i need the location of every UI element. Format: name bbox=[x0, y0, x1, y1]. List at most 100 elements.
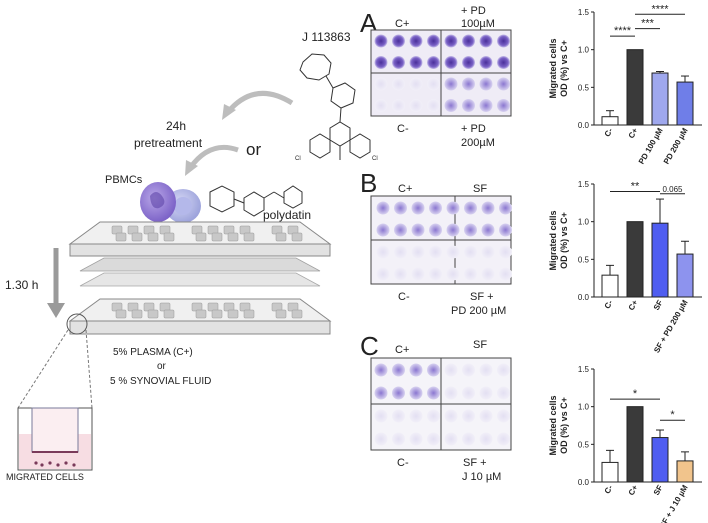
plate-well bbox=[462, 363, 475, 377]
y-tick-label: 1.0 bbox=[578, 218, 590, 227]
plate-wells bbox=[374, 363, 510, 446]
plate-well bbox=[376, 201, 390, 215]
plate-well bbox=[497, 363, 510, 377]
arrowhead-bottom bbox=[185, 160, 198, 176]
insert-well bbox=[227, 232, 239, 242]
panel-B: B C+ SF C- SF + PD 200 µM bbox=[360, 168, 512, 317]
plate-well bbox=[444, 432, 458, 446]
migrated-cells-label: MIGRATED CELLS bbox=[6, 472, 84, 482]
plate-well bbox=[499, 267, 512, 281]
y-axis-label-line2: OD (%) vs C+ bbox=[559, 397, 569, 454]
bar bbox=[651, 222, 669, 298]
category-label: PD 200 µM bbox=[662, 126, 690, 166]
compound-name: J 113863 bbox=[302, 30, 351, 44]
bar bbox=[626, 221, 644, 298]
plate-label-bottom-right-1: SF + bbox=[470, 291, 494, 303]
plate-well bbox=[499, 245, 512, 259]
plate-well bbox=[411, 267, 425, 281]
category-label: SF bbox=[652, 298, 665, 311]
plate-well bbox=[392, 99, 405, 112]
zoom-line-left bbox=[17, 329, 69, 409]
plate-label-bottom-right-1: SF + bbox=[463, 457, 487, 469]
plate-well bbox=[481, 245, 495, 259]
y-axis-label-line2: OD (%) vs C+ bbox=[559, 40, 569, 97]
plate-well bbox=[374, 77, 388, 91]
plate-well bbox=[479, 56, 493, 69]
plate-well bbox=[499, 201, 512, 215]
bar bbox=[601, 274, 619, 298]
plasma-label: 5% PLASMA (C+) bbox=[113, 347, 193, 358]
significance-label: **** bbox=[651, 3, 669, 15]
plate-well bbox=[374, 409, 388, 423]
plate-well bbox=[409, 99, 423, 112]
insert-well bbox=[211, 309, 223, 319]
plate-well bbox=[462, 56, 475, 69]
plate-well bbox=[444, 386, 458, 400]
plate-well bbox=[479, 99, 493, 112]
plate-well bbox=[479, 409, 493, 423]
plate-well bbox=[427, 363, 440, 377]
plate-label-bottom-right-1: + PD bbox=[461, 123, 486, 135]
plate-well bbox=[394, 245, 407, 259]
bar bbox=[626, 406, 644, 483]
y-tick-label: 0.0 bbox=[578, 121, 590, 130]
plate-well bbox=[411, 245, 425, 259]
category-label: PD 100 µM bbox=[637, 126, 665, 166]
category-label: SF bbox=[652, 483, 665, 496]
plate-well bbox=[376, 245, 390, 259]
bar bbox=[601, 461, 619, 483]
plate-label-bottom-left: C- bbox=[398, 291, 410, 303]
plate-well bbox=[427, 99, 440, 112]
plate-well bbox=[497, 34, 510, 48]
plate-well bbox=[429, 245, 442, 259]
category-label: C+ bbox=[627, 298, 640, 312]
plate-well bbox=[444, 56, 458, 69]
plate-well bbox=[499, 223, 512, 237]
plate-well bbox=[497, 409, 510, 423]
plate-well bbox=[444, 77, 458, 91]
pbmc-label: PBMCs bbox=[105, 174, 143, 186]
panel-C: C C+ SF C- SF + J 10 µM bbox=[360, 331, 512, 483]
category-label: C- bbox=[603, 298, 615, 310]
plate-well bbox=[411, 201, 425, 215]
plate-well bbox=[429, 201, 442, 215]
plate-well bbox=[392, 34, 405, 48]
plate-well bbox=[392, 409, 405, 423]
plate-well bbox=[409, 363, 423, 377]
panel-letter: B bbox=[360, 168, 377, 198]
insert-well bbox=[275, 309, 287, 319]
insert-well bbox=[147, 232, 159, 242]
insert-well bbox=[243, 232, 255, 242]
plate-well bbox=[409, 432, 423, 446]
plate-well bbox=[462, 409, 475, 423]
plate-well bbox=[446, 267, 460, 281]
y-tick-label: 0.5 bbox=[578, 440, 590, 449]
y-tick-label: 1.5 bbox=[578, 180, 590, 189]
arrowhead-top bbox=[222, 104, 236, 120]
insert-well bbox=[163, 232, 175, 242]
bar bbox=[651, 437, 669, 483]
or-small: or bbox=[157, 361, 167, 372]
plate-well bbox=[479, 34, 493, 48]
chloro-label-right: Cl bbox=[372, 156, 378, 162]
plate-well bbox=[427, 77, 440, 91]
curved-arrow-bottom bbox=[187, 144, 239, 170]
bar bbox=[676, 81, 694, 126]
plate-well bbox=[374, 432, 388, 446]
y-tick-label: 0.5 bbox=[578, 83, 590, 92]
insert-well bbox=[291, 232, 303, 242]
y-tick-label: 1.0 bbox=[578, 46, 590, 55]
plate-well bbox=[427, 432, 440, 446]
time-label: 1.30 h bbox=[5, 278, 38, 292]
experiment-scheme: J 113863 Cl Cl 24h pretreatment or PBMCs bbox=[5, 30, 378, 482]
plate-well bbox=[464, 245, 477, 259]
plate-well bbox=[497, 99, 510, 112]
plate-well bbox=[462, 77, 475, 91]
plate-well bbox=[394, 201, 407, 215]
insert-well bbox=[147, 309, 159, 319]
insert-well bbox=[195, 309, 207, 319]
plate-well bbox=[409, 409, 423, 423]
plate-wells bbox=[374, 34, 510, 112]
